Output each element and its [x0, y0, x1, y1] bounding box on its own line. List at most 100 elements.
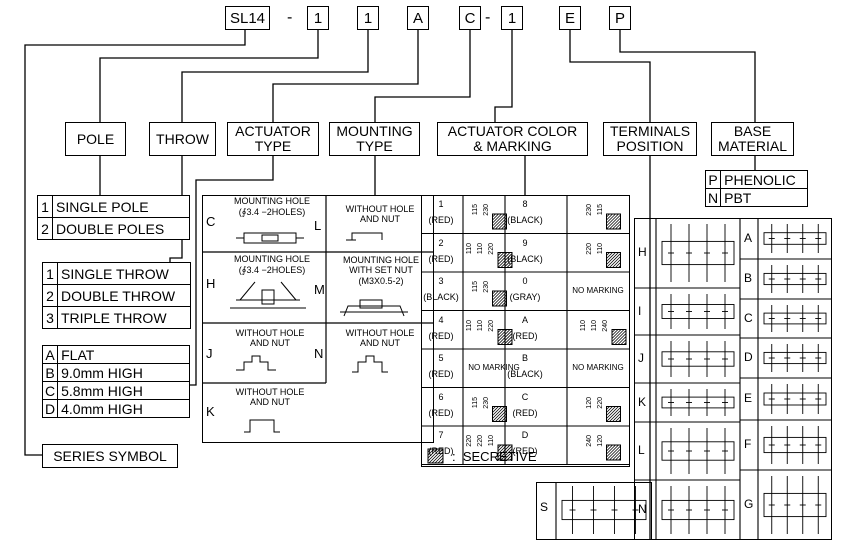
terminal-code-s: S [540, 500, 549, 514]
color-name: (RED) [428, 330, 454, 341]
terminal-code: B [744, 271, 753, 285]
mount-h-text: MOUNTING HOLE [233, 254, 310, 264]
color-name: (BLACK) [507, 253, 543, 264]
terminal-code: I [638, 303, 642, 318]
mount-c-sub: (∮3.4 −2HOLES) [238, 207, 306, 217]
terminal-code: E [744, 391, 753, 405]
color-code: C [521, 391, 529, 402]
mount-code-j: J [206, 346, 213, 361]
mount-m-sub: (M3X0.5-2) [358, 276, 404, 286]
mounting-grid [202, 195, 434, 443]
mount-code-h: H [206, 276, 216, 291]
terminals-grid [634, 218, 832, 540]
color-name: (RED) [428, 253, 454, 264]
terminal-schematic [661, 486, 735, 534]
terminal-schematic [661, 294, 735, 329]
secretive-mark [606, 406, 621, 422]
no-marking-label: NO MARKING [572, 286, 624, 295]
color-code: 9 [522, 237, 528, 248]
header-pole: POLE [65, 122, 126, 156]
header-base-material: BASE MATERIAL [711, 122, 794, 156]
color-name: (BLACK) [423, 292, 459, 302]
mount-n-text: WITHOUT HOLE AND NUT [345, 328, 415, 348]
terminal-schematic [763, 426, 827, 464]
terminal-schematic [763, 476, 827, 534]
mount-code-n: N [314, 346, 324, 361]
secretive-mark [497, 329, 513, 345]
mount-h-sub: (∮3.4 −2HOLES) [238, 265, 306, 275]
header-actuator-type: ACTUATOR TYPE [227, 122, 319, 156]
color-code: 6 [438, 391, 444, 402]
mount-code-l: L [314, 218, 322, 233]
secretive-mark [606, 444, 621, 461]
terminal-schematic [763, 265, 827, 293]
terminal-code: G [744, 497, 754, 511]
color-code: 7 [438, 430, 444, 440]
mount-code-k: K [206, 404, 215, 419]
secretive-legend-swatch [427, 448, 444, 464]
terminal-schematic [763, 224, 827, 253]
color-code: 1 [438, 199, 444, 209]
secretive-mark [497, 444, 513, 461]
terminal-schematic [661, 341, 735, 377]
code-pole: 1 [307, 6, 329, 30]
code-dash-1: - [287, 9, 293, 26]
terminal-code: N [638, 502, 647, 516]
terminal-code: K [638, 394, 647, 409]
color-name: (BLACK) [507, 215, 543, 225]
code-dash-2: - [485, 9, 491, 26]
secretive-mark [492, 213, 507, 230]
secretive-mark [492, 406, 507, 422]
pole-label: DOUBLE POLES [52, 217, 190, 240]
mount-k-text: WITHOUT HOLE AND NUT [235, 387, 305, 407]
secretive-mark [492, 290, 507, 307]
color-code: 2 [438, 237, 444, 248]
color-name: (RED) [428, 446, 454, 456]
terminal-code: D [744, 350, 753, 364]
secretive-legend: : SECRETIVE [452, 449, 537, 464]
actuator-code: D [41, 399, 59, 418]
terminal-schematic [763, 305, 827, 332]
throw-label: TRIPLE THROW [57, 306, 191, 329]
no-marking-label: NO MARKING [572, 363, 624, 372]
terminals-s-box [536, 482, 652, 540]
mount-c-text: MOUNTING HOLE [233, 196, 310, 206]
base-label: PBT [720, 188, 809, 207]
color-code: A [521, 314, 528, 325]
mount-l-text: WITHOUT HOLE AND NUT [345, 204, 415, 224]
secretive-mark [606, 213, 621, 230]
color-code: D [521, 430, 529, 440]
color-name: (RED) [512, 330, 538, 341]
color-grid [421, 195, 630, 467]
color-code: 3 [438, 276, 444, 286]
color-name: (BLACK) [507, 369, 543, 379]
terminal-code: C [744, 310, 753, 325]
secretive-mark [611, 329, 627, 345]
color-name: (GRAY) [509, 292, 541, 302]
color-name: (RED) [512, 407, 538, 418]
actuator-label: 4.0mm HIGH [57, 399, 191, 418]
terminal-schematic [661, 224, 735, 282]
code-color: 1 [501, 6, 523, 30]
header-actuator-color: ACTUATOR COLOR & MARKING [437, 122, 588, 156]
code-throw: 1 [357, 6, 379, 30]
mount-j-text: WITHOUT HOLE AND NUT [235, 328, 305, 348]
color-code: 8 [522, 199, 528, 209]
code-terminals: E [559, 6, 581, 30]
mount-code-c: C [206, 214, 216, 229]
color-name: (RED) [512, 446, 538, 456]
terminal-code: A [744, 230, 753, 245]
code-base: P [609, 6, 631, 30]
secretive-mark [497, 252, 513, 268]
terminal-schematic [763, 344, 827, 372]
